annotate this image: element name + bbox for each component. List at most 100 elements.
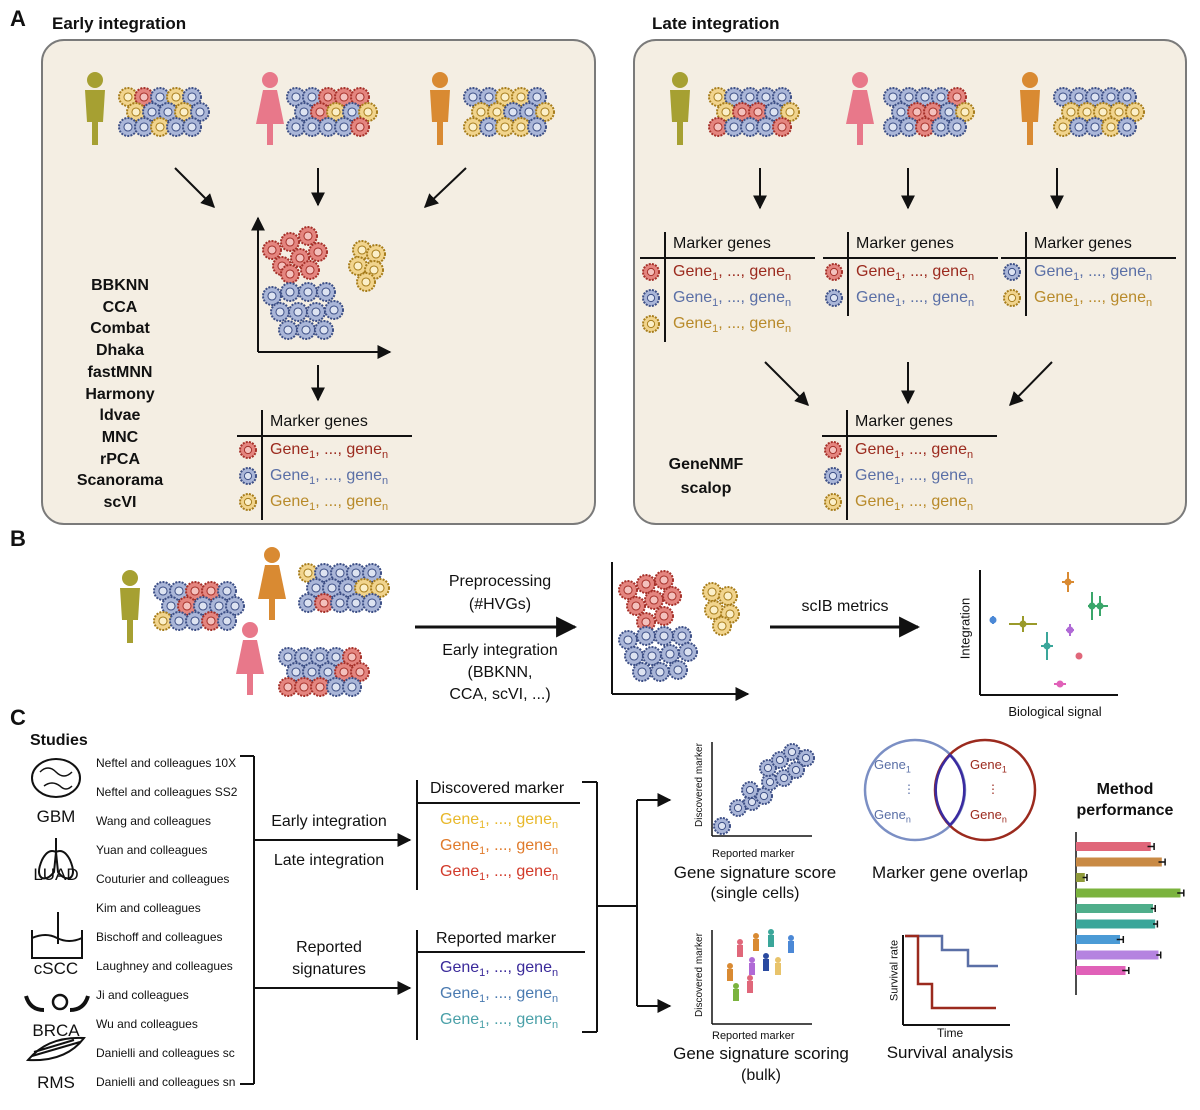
study-item: Neftel and colleagues SS2	[96, 785, 238, 799]
study-item: Couturier and colleagues	[96, 872, 230, 886]
integration-axis-label: Integration	[957, 597, 973, 660]
venn-dots: ⋮	[903, 782, 915, 796]
cell-icon	[740, 117, 760, 137]
marker-genes-header: Marker genes	[673, 235, 771, 252]
cell-icon	[190, 102, 210, 122]
cell-icon	[644, 590, 664, 610]
panel-letter-c: C	[10, 705, 26, 730]
early-integration-b-label: Early integration	[442, 642, 558, 659]
integration-method: scalop	[680, 480, 732, 497]
late-integration-box	[633, 39, 1187, 525]
cell-icon	[356, 272, 376, 292]
cell-icon	[642, 646, 662, 666]
cell-icon	[824, 493, 842, 511]
cell-icon	[262, 240, 282, 260]
cell-icon	[1003, 263, 1021, 281]
performance-bar	[1076, 842, 1151, 851]
survival-curve-blue	[905, 934, 998, 968]
cell-icon	[300, 260, 320, 280]
cell-icon	[824, 467, 842, 485]
gene-list: Gene1, ..., genen	[440, 863, 559, 884]
cell-icon	[947, 87, 967, 107]
cell-icon	[270, 302, 290, 322]
gene-list: Gene1, ..., genen	[270, 441, 389, 462]
cell-icon	[825, 263, 843, 281]
cell-icon	[316, 282, 336, 302]
cell-icon	[891, 102, 911, 122]
cell-icon	[239, 441, 257, 459]
bulk-sample-icon	[747, 975, 753, 993]
reported-marker-header: Reported marker	[436, 930, 557, 947]
methods-b-line1: (BBKNN,	[467, 664, 533, 681]
method-performance-line1: Method	[1096, 781, 1154, 798]
cell-icon	[899, 117, 919, 137]
cell-icon	[535, 102, 555, 122]
cell-icon	[342, 647, 362, 667]
lung-icon	[38, 838, 74, 880]
integration-method: Scanorama	[76, 472, 164, 490]
study-item: Neftel and colleagues 10X	[96, 756, 237, 770]
cell-icon	[883, 87, 903, 107]
integration-method: ldvae	[99, 407, 141, 425]
discovered-axis-top: Discovered marker	[694, 743, 705, 827]
person-icon	[256, 72, 284, 145]
venn-gene-label: Genen	[970, 807, 1007, 825]
cell-icon	[732, 102, 752, 122]
gene-signature-scoring-line1: Gene signature scoring	[673, 1044, 849, 1063]
cell-icon	[955, 102, 975, 122]
cell-icon	[326, 677, 346, 697]
discovered-marker-header: Discovered marker	[430, 780, 565, 797]
cancer-type: RMS	[37, 1073, 75, 1092]
studies-title: Studies	[30, 732, 88, 749]
integration-method: BBKNN	[91, 277, 149, 294]
gene-list: Gene1, ..., genen	[440, 837, 559, 858]
person-icon	[120, 570, 140, 643]
cell-icon	[362, 593, 382, 613]
cell-icon	[636, 626, 656, 646]
reported-signatures-line1: Reported	[296, 939, 362, 956]
metric-point	[1075, 652, 1083, 660]
cell-icon	[479, 117, 499, 137]
cell-icon	[310, 677, 330, 697]
performance-bar	[1076, 966, 1126, 975]
marker-genes-header: Marker genes	[1034, 235, 1132, 252]
cell-icon	[201, 611, 221, 631]
cell-icon	[334, 117, 354, 137]
reported-signatures-line2: signatures	[292, 961, 366, 978]
cell-icon	[756, 117, 776, 137]
cell-icon	[302, 117, 322, 137]
bulk-sample-icon	[749, 957, 755, 975]
late-integration-title: Late integration	[652, 14, 780, 33]
venn-dots: ⋮	[987, 782, 999, 796]
cell-icon	[463, 117, 483, 137]
arrow	[1009, 361, 1053, 407]
cell-icon	[225, 596, 245, 616]
metric-point	[1041, 632, 1053, 660]
integration-method: CCA	[102, 298, 138, 316]
panel-letter-a: A	[10, 6, 26, 31]
study-item: Yuan and colleagues	[96, 843, 208, 857]
bulk-sample-icon	[737, 939, 743, 957]
study-item: Wang and colleagues	[96, 814, 211, 828]
methods-b-line2: CCA, scVI, ...)	[449, 686, 551, 703]
metric-point	[1009, 616, 1037, 632]
cell-icon	[1117, 117, 1137, 137]
gene-list: Gene1, ..., genen	[1034, 263, 1153, 284]
metric-point	[1092, 596, 1108, 616]
cell-icon	[632, 662, 652, 682]
cell-icon	[1053, 117, 1073, 137]
brain-fold	[39, 767, 73, 790]
venn-gene-label: Genen	[874, 807, 911, 825]
breast-icon	[24, 995, 90, 1012]
performance-bar	[1076, 873, 1085, 882]
venn-overlap	[934, 753, 966, 827]
integration-method: scVI	[103, 494, 137, 512]
cell-icon	[741, 781, 759, 799]
late-integration-c-label: Late integration	[273, 852, 385, 869]
integration-method: rPCA	[99, 450, 140, 468]
marker-genes-header: Marker genes	[270, 413, 368, 430]
cell-icon	[262, 286, 282, 306]
cell-icon	[298, 593, 318, 613]
person-icon	[258, 547, 286, 620]
